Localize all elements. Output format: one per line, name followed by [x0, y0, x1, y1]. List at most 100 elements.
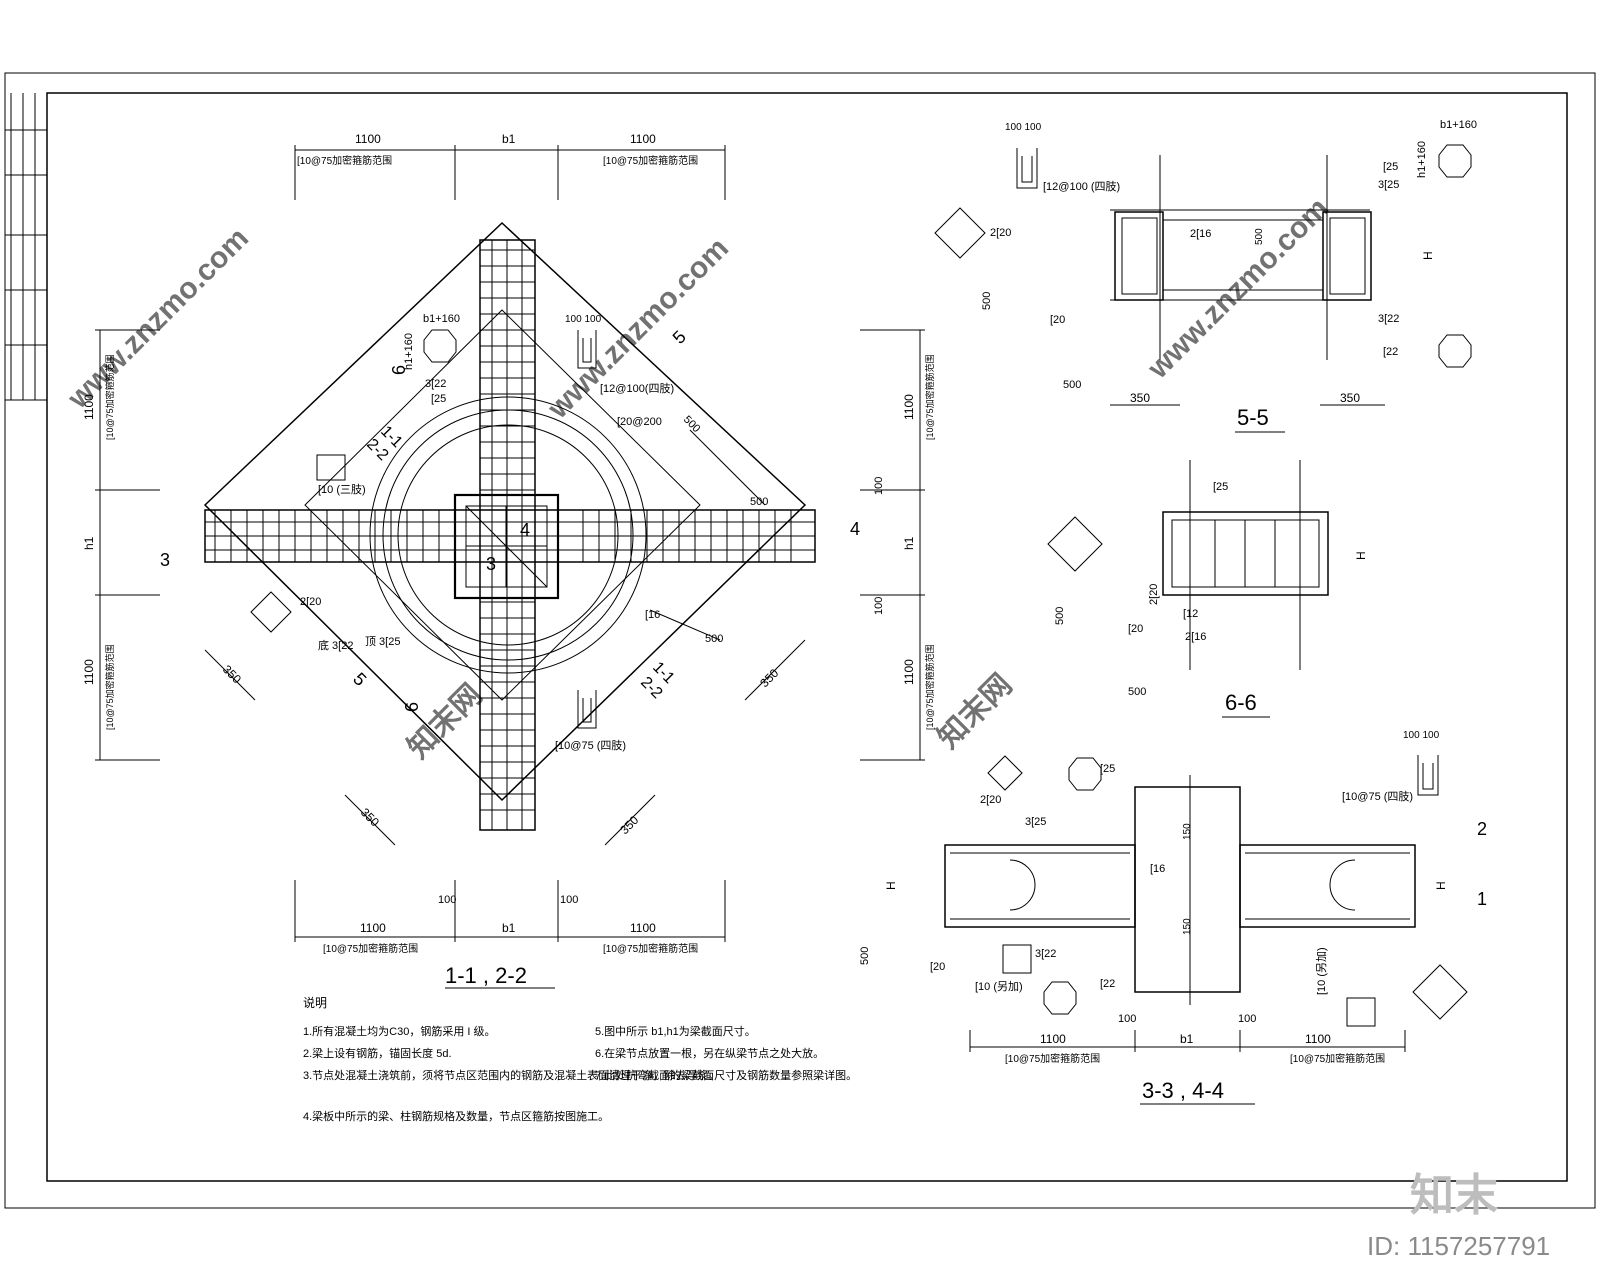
- note-5: 5.图中所示 b1,h1为梁截面尺寸。: [595, 1024, 756, 1038]
- beam-34-left: [944, 844, 1136, 928]
- s55-dim-500-b: 500: [1063, 379, 1081, 391]
- haunch-diamond: [203, 221, 807, 802]
- caption-5-5: 5-5: [1237, 405, 1269, 430]
- s55-label-2-20: 2[20: [990, 227, 1011, 239]
- diamond-34-a: [987, 755, 1023, 791]
- s34-dim-1100-right: 1100: [1305, 1032, 1331, 1046]
- s66-label-H: H: [1354, 551, 1368, 560]
- notes-block: 说明 1.所有混凝土均为C30，钢筋采用 I 级。 2.梁上设有钢筋，锚固长度 …: [303, 995, 857, 1123]
- s34-dim-100-a: 100: [1118, 1013, 1136, 1025]
- s34-stirrup-zone-right: [10@75加密箍筋范围: [1290, 1052, 1385, 1065]
- hook-34-left: [1009, 859, 1036, 911]
- beam-34-right: [1239, 844, 1416, 928]
- haunch-inner-diamond: [304, 309, 701, 701]
- section-mark-5-top: 5: [669, 327, 690, 348]
- s34-mark-1: 1: [1477, 889, 1487, 909]
- s34-label-100-100: 100 100: [1403, 730, 1440, 741]
- s66-label-2-16: 2[16: [1185, 631, 1206, 643]
- s34-dim-1100-left: 1100: [1040, 1032, 1066, 1046]
- dim-bottom-left: 1100: [360, 921, 386, 935]
- dim-350-b: 350: [757, 666, 781, 690]
- dim-right-top: 1100: [902, 394, 916, 420]
- bar-label-top-3-25: 顶 3[25: [365, 635, 400, 648]
- bar-label-25: [25: [431, 393, 446, 405]
- diamond-66: [1047, 516, 1103, 572]
- bar-label-3-22: 3[22: [425, 378, 446, 390]
- s66-label-500: 500: [1054, 607, 1066, 625]
- s66-label-12: [12: [1183, 608, 1198, 620]
- stirrup-zone-bottom-left: [10@75加密箍筋范围: [323, 942, 418, 955]
- dim-bottom-right: 1100: [630, 921, 656, 935]
- center-label-4: 4: [520, 520, 530, 540]
- stirrup-zone-right-bottom: [10@75加密箍筋范围: [924, 644, 935, 730]
- section-mark-3: 3: [160, 550, 170, 570]
- s55-label-12-100: [12@100 (四肢): [1043, 179, 1120, 193]
- hook-34-right: [1329, 859, 1356, 911]
- dim-top: 1100 b1 1100 [10@75加密箍筋范围 [10@75加密箍筋范围: [294, 132, 726, 200]
- stirrup-zone-top-left: [10@75加密箍筋范围: [297, 154, 392, 167]
- s55-dim-500-a: 500: [981, 292, 993, 310]
- stirrup-zone-right-top: [10@75加密箍筋范围: [924, 354, 935, 440]
- section-6-6: [25 2[20 [20 [12 2[16 H 500 500 6-6: [1047, 460, 1368, 718]
- diag-dims: 350 350 350 350 500 500 500: [204, 414, 806, 846]
- beam-55-right: [1322, 211, 1372, 301]
- note-3: 3.节点处混凝土浇筑前，须将节点区范围内的钢筋及混凝土表面清理干净，除去浮浆。: [303, 1068, 719, 1082]
- bar-labels: 3[22 [25 2[20 [10 (三肢) [12@100(四肢) [20@2…: [300, 378, 674, 752]
- s66-label-25: [25: [1213, 481, 1228, 493]
- watermark-a: www.znzmo.com: [61, 222, 255, 416]
- ring-bar-mid: [382, 409, 634, 661]
- dim-350-a: 350: [220, 662, 244, 686]
- section-mark-4: 4: [850, 519, 860, 539]
- s55-label-H: H: [1421, 251, 1435, 260]
- dim-right: 1100 h1 1100 [10@75加密箍筋范围 [10@75加密箍筋范围 1…: [860, 329, 935, 761]
- rebar-octagon-a: [423, 329, 457, 363]
- octagon-55-bottom: [1438, 334, 1472, 368]
- main-plan: 4 3 1100 b1 1100 [10@75加密箍筋范围 [10@75加密箍筋…: [82, 132, 935, 989]
- s34-dim-100-b: 100: [1238, 1013, 1256, 1025]
- s55-dim-350-left: 350: [1130, 391, 1150, 405]
- s34-label-16: [16: [1150, 863, 1165, 875]
- hook-detail-bottom: [577, 690, 597, 729]
- ring-bar-inner: [397, 424, 619, 646]
- s34-label-500: 500: [859, 947, 871, 965]
- s55-label-25: [25: [1383, 161, 1398, 173]
- diamond-34-b: [1412, 964, 1468, 1020]
- column-34: [1134, 786, 1241, 993]
- dim-right-center: h1: [902, 536, 916, 550]
- watermark-b: 知末网: [402, 678, 489, 765]
- section-mark-5-bottom: 5: [349, 669, 370, 690]
- mark-b1-160: b1+160: [423, 313, 460, 325]
- s34-label-150-b: 150: [1182, 918, 1193, 935]
- s55-label-3-25: 3[25: [1378, 179, 1399, 191]
- mark-100-100-top: 100 100: [565, 314, 602, 325]
- bar-label-10-three: [10 (三肢): [318, 482, 366, 496]
- dim-100-b: 100: [560, 894, 578, 906]
- octagon-34-b: [1043, 981, 1077, 1015]
- s55-dim-350-right: 350: [1340, 391, 1360, 405]
- diamond-55: [934, 207, 986, 259]
- dim-350-d: 350: [617, 813, 641, 837]
- column-outer: [453, 493, 560, 600]
- beam-66: [1162, 511, 1329, 596]
- bar-label-12-100: [12@100(四肢): [600, 381, 674, 395]
- id-label: ID: 1157257791: [1367, 1231, 1550, 1261]
- notes-title: 说明: [303, 995, 327, 1010]
- s34-label-H-right: H: [1434, 881, 1448, 890]
- note-6: 6.在梁节点放置一根，另在纵梁节点之处大放。: [595, 1046, 824, 1060]
- hook-34-detail: [1417, 755, 1439, 796]
- bar-label-10-75: [10@75 (四肢): [555, 738, 626, 752]
- s55-label-20: [20: [1050, 314, 1065, 326]
- beam-vertical: [479, 239, 536, 831]
- square-34-b: [1346, 997, 1376, 1027]
- dim-350-c: 350: [358, 805, 382, 829]
- dim-100-a: 100: [438, 894, 456, 906]
- s34-label-2-20: 2[20: [980, 794, 1001, 806]
- hook-detail-top: [577, 330, 597, 369]
- revision-strip: [5, 93, 47, 401]
- note-2: 2.梁上设有钢筋，锚固长度 5d.: [303, 1046, 452, 1060]
- s55-label-22: [22: [1383, 346, 1398, 358]
- brand-logo: 知末: [1410, 1171, 1498, 1220]
- s55-label-2-16: 2[16: [1190, 228, 1211, 240]
- stirrup-lines: [214, 249, 792, 811]
